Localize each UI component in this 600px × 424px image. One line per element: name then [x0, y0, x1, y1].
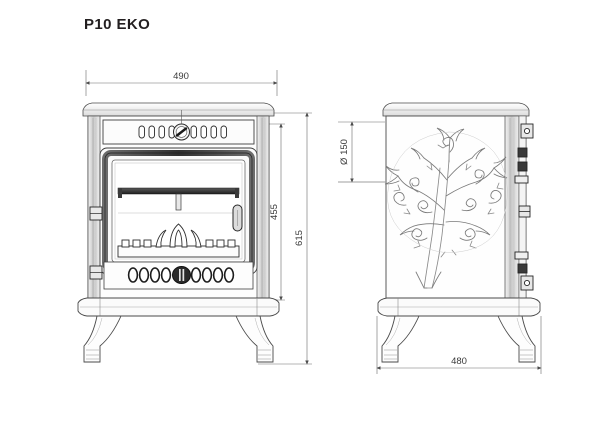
stove-leg: [83, 315, 274, 363]
decorative-tree-motif: [384, 127, 508, 289]
ash-pan[interactable]: [103, 261, 254, 290]
dimension-overall-depth: [376, 316, 542, 374]
side-stove-leg: [381, 315, 536, 363]
side-base-plinth: [377, 297, 541, 317]
ash-vents: [127, 267, 235, 283]
door-handle[interactable]: [232, 204, 243, 232]
side-body-panel: [385, 115, 527, 303]
base-plinth: [77, 297, 280, 317]
dimension-label-flue-diameter: Ø 150: [339, 139, 350, 165]
air-control-knob[interactable]: [173, 123, 190, 141]
baffle-bar: [117, 187, 240, 214]
dimension-overall-width: [85, 70, 278, 96]
top-plate: [82, 102, 275, 122]
door-hinge: [89, 206, 103, 280]
side-door-hinge: [514, 123, 534, 291]
page-title: P10 EKO: [84, 16, 151, 33]
top-vent-band: [102, 110, 255, 145]
side-view: Ø 150 480: [338, 102, 542, 374]
dimension-label-overall-width: 490: [173, 71, 189, 82]
front-view: 490 455 615: [77, 70, 312, 365]
vent-slots: [138, 125, 227, 139]
dimension-label-overall-height: 615: [294, 230, 305, 246]
dimension-label-overall-depth: 480: [451, 356, 467, 367]
dimension-label-door-height: 455: [269, 204, 280, 220]
dimension-overall-height: [258, 112, 312, 365]
fire-grate: [117, 223, 240, 258]
ash-pan-handle[interactable]: [172, 266, 191, 284]
stove-door[interactable]: [99, 147, 258, 275]
